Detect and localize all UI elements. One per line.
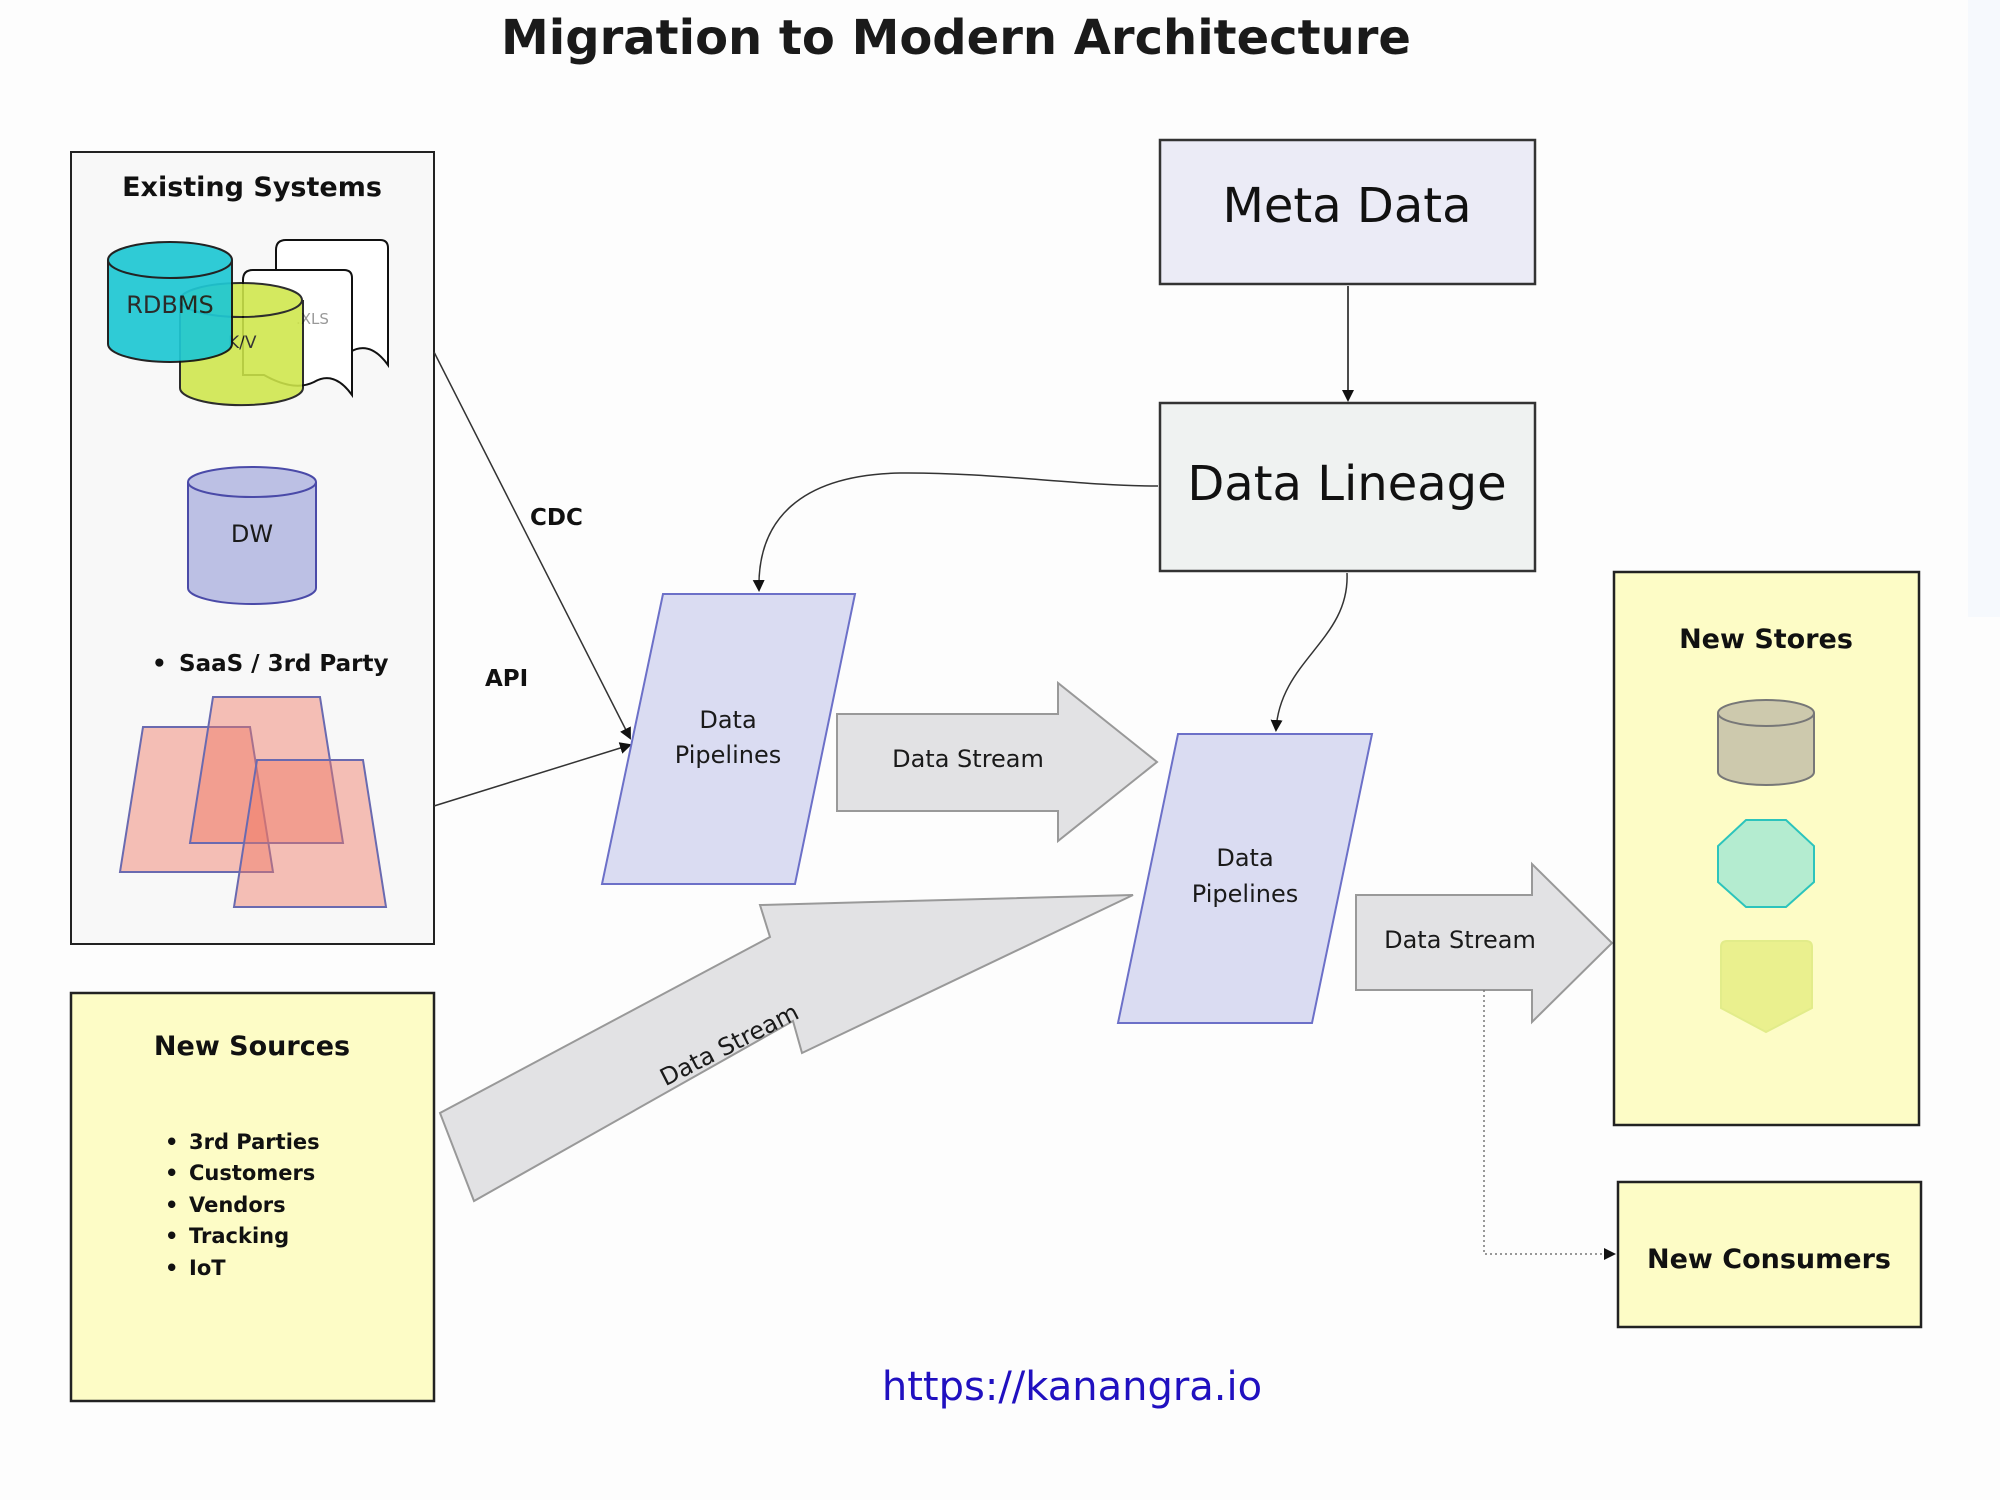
footer-url-link[interactable]: https://kanangra.io (882, 1364, 1262, 1410)
xls-label: .XLS (296, 310, 329, 328)
side-strip (1968, 0, 2000, 617)
list-item: Customers (189, 1161, 315, 1185)
existing-systems-heading: Existing Systems (122, 172, 382, 203)
store-database-icon (1717, 699, 1815, 786)
list-bullet: • (165, 1256, 178, 1280)
new-sources-box[interactable]: New Sources • 3rd Parties • Customers • … (69, 991, 436, 1403)
store-octagon-icon (1717, 819, 1815, 908)
data-lineage-box[interactable]: Data Lineage (1158, 401, 1537, 573)
list-bullet: • (165, 1193, 178, 1217)
saas-bullet: • (152, 651, 167, 677)
pipeline-2-line2: Pipelines (1192, 880, 1298, 908)
list-bullet: • (165, 1130, 178, 1154)
new-consumers-box[interactable]: New Consumers (1616, 1180, 1923, 1329)
api-connector (433, 742, 632, 807)
pipeline-1-line1: Data (699, 706, 756, 734)
dw-database-icon: DW (187, 466, 317, 605)
data-stream-arrow-diagonal: Data Stream (438, 894, 1134, 1203)
dw-label: DW (231, 520, 273, 548)
rdbms-database-icon: RDBMS (107, 241, 233, 363)
data-stream-arrow-3: Data Stream (1355, 861, 1614, 1025)
new-sources-heading: New Sources (154, 1031, 350, 1062)
data-pipeline-1[interactable]: Data Pipelines (600, 593, 857, 885)
cdc-label: CDC (530, 505, 583, 531)
new-stores-box[interactable]: New Stores (1612, 570, 1921, 1127)
rdbms-label: RDBMS (126, 291, 214, 319)
data-stream-arrow-1: Data Stream (836, 680, 1159, 844)
api-label: API (485, 666, 528, 692)
diagram-title: Migration to Modern Architecture (501, 10, 1411, 66)
list-bullet: • (165, 1224, 178, 1248)
stream-1-label: Data Stream (892, 745, 1044, 773)
new-consumers-label: New Consumers (1647, 1244, 1891, 1275)
list-item: 3rd Parties (189, 1130, 320, 1154)
lineage-to-pipeline-2-connector (1270, 572, 1348, 732)
new-stores-heading: New Stores (1679, 624, 1853, 655)
saas-apps-icon (118, 696, 388, 908)
cdc-connector (433, 351, 631, 740)
list-bullet: • (165, 1161, 178, 1185)
stream-to-consumers-connector (1483, 990, 1616, 1260)
list-item: Tracking (189, 1224, 289, 1248)
existing-systems-box[interactable]: Existing Systems .XLS K/V RDBMS DW • Saa… (70, 151, 435, 945)
data-pipeline-2[interactable]: Data Pipelines (1116, 733, 1374, 1024)
new-sources-list: • 3rd Parties • Customers • Vendors • Tr… (165, 1130, 320, 1280)
meta-data-box[interactable]: Meta Data (1158, 138, 1537, 286)
pipeline-2-line1: Data (1216, 844, 1273, 872)
meta-data-label: Meta Data (1222, 178, 1471, 234)
stream-3-label: Data Stream (1384, 926, 1536, 954)
kv-label: K/V (228, 333, 257, 353)
list-item: IoT (189, 1256, 226, 1280)
data-lineage-label: Data Lineage (1187, 456, 1506, 512)
store-shield-icon (1720, 940, 1813, 1034)
list-item: Vendors (189, 1193, 286, 1217)
pipeline-1-line2: Pipelines (675, 741, 781, 769)
lineage-to-pipeline-1-connector (752, 472, 1159, 592)
saas-label: SaaS / 3rd Party (179, 651, 389, 677)
